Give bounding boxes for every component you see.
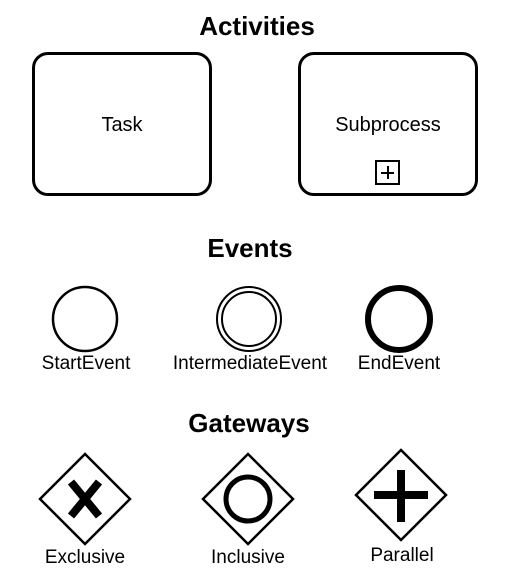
exclusive-gateway-label: Exclusive <box>44 547 126 568</box>
subprocess-activity: Subprocess <box>298 52 478 196</box>
parallel-gateway-label: Parallel <box>370 545 434 566</box>
task-activity: Task <box>32 52 212 196</box>
subprocess-label: Subprocess <box>335 114 441 136</box>
end-event-icon <box>365 285 433 353</box>
start-event-label: StartEvent <box>41 353 131 374</box>
exclusive-gateway-icon <box>38 452 132 546</box>
intermediate-event-icon <box>216 286 282 352</box>
gateways-heading: Gateways <box>188 408 310 438</box>
inclusive-gateway-label: Inclusive <box>211 547 285 568</box>
parallel-gateway-icon <box>354 448 448 542</box>
activities-heading: Activities <box>199 11 315 41</box>
events-heading: Events <box>207 233 293 263</box>
start-event-icon <box>51 285 119 353</box>
end-event-label: EndEvent <box>357 353 441 374</box>
inclusive-gateway-icon <box>201 452 295 546</box>
intermediate-event-label: IntermediateEvent <box>172 353 328 374</box>
task-label: Task <box>101 114 143 136</box>
plus-square-icon <box>375 160 400 185</box>
